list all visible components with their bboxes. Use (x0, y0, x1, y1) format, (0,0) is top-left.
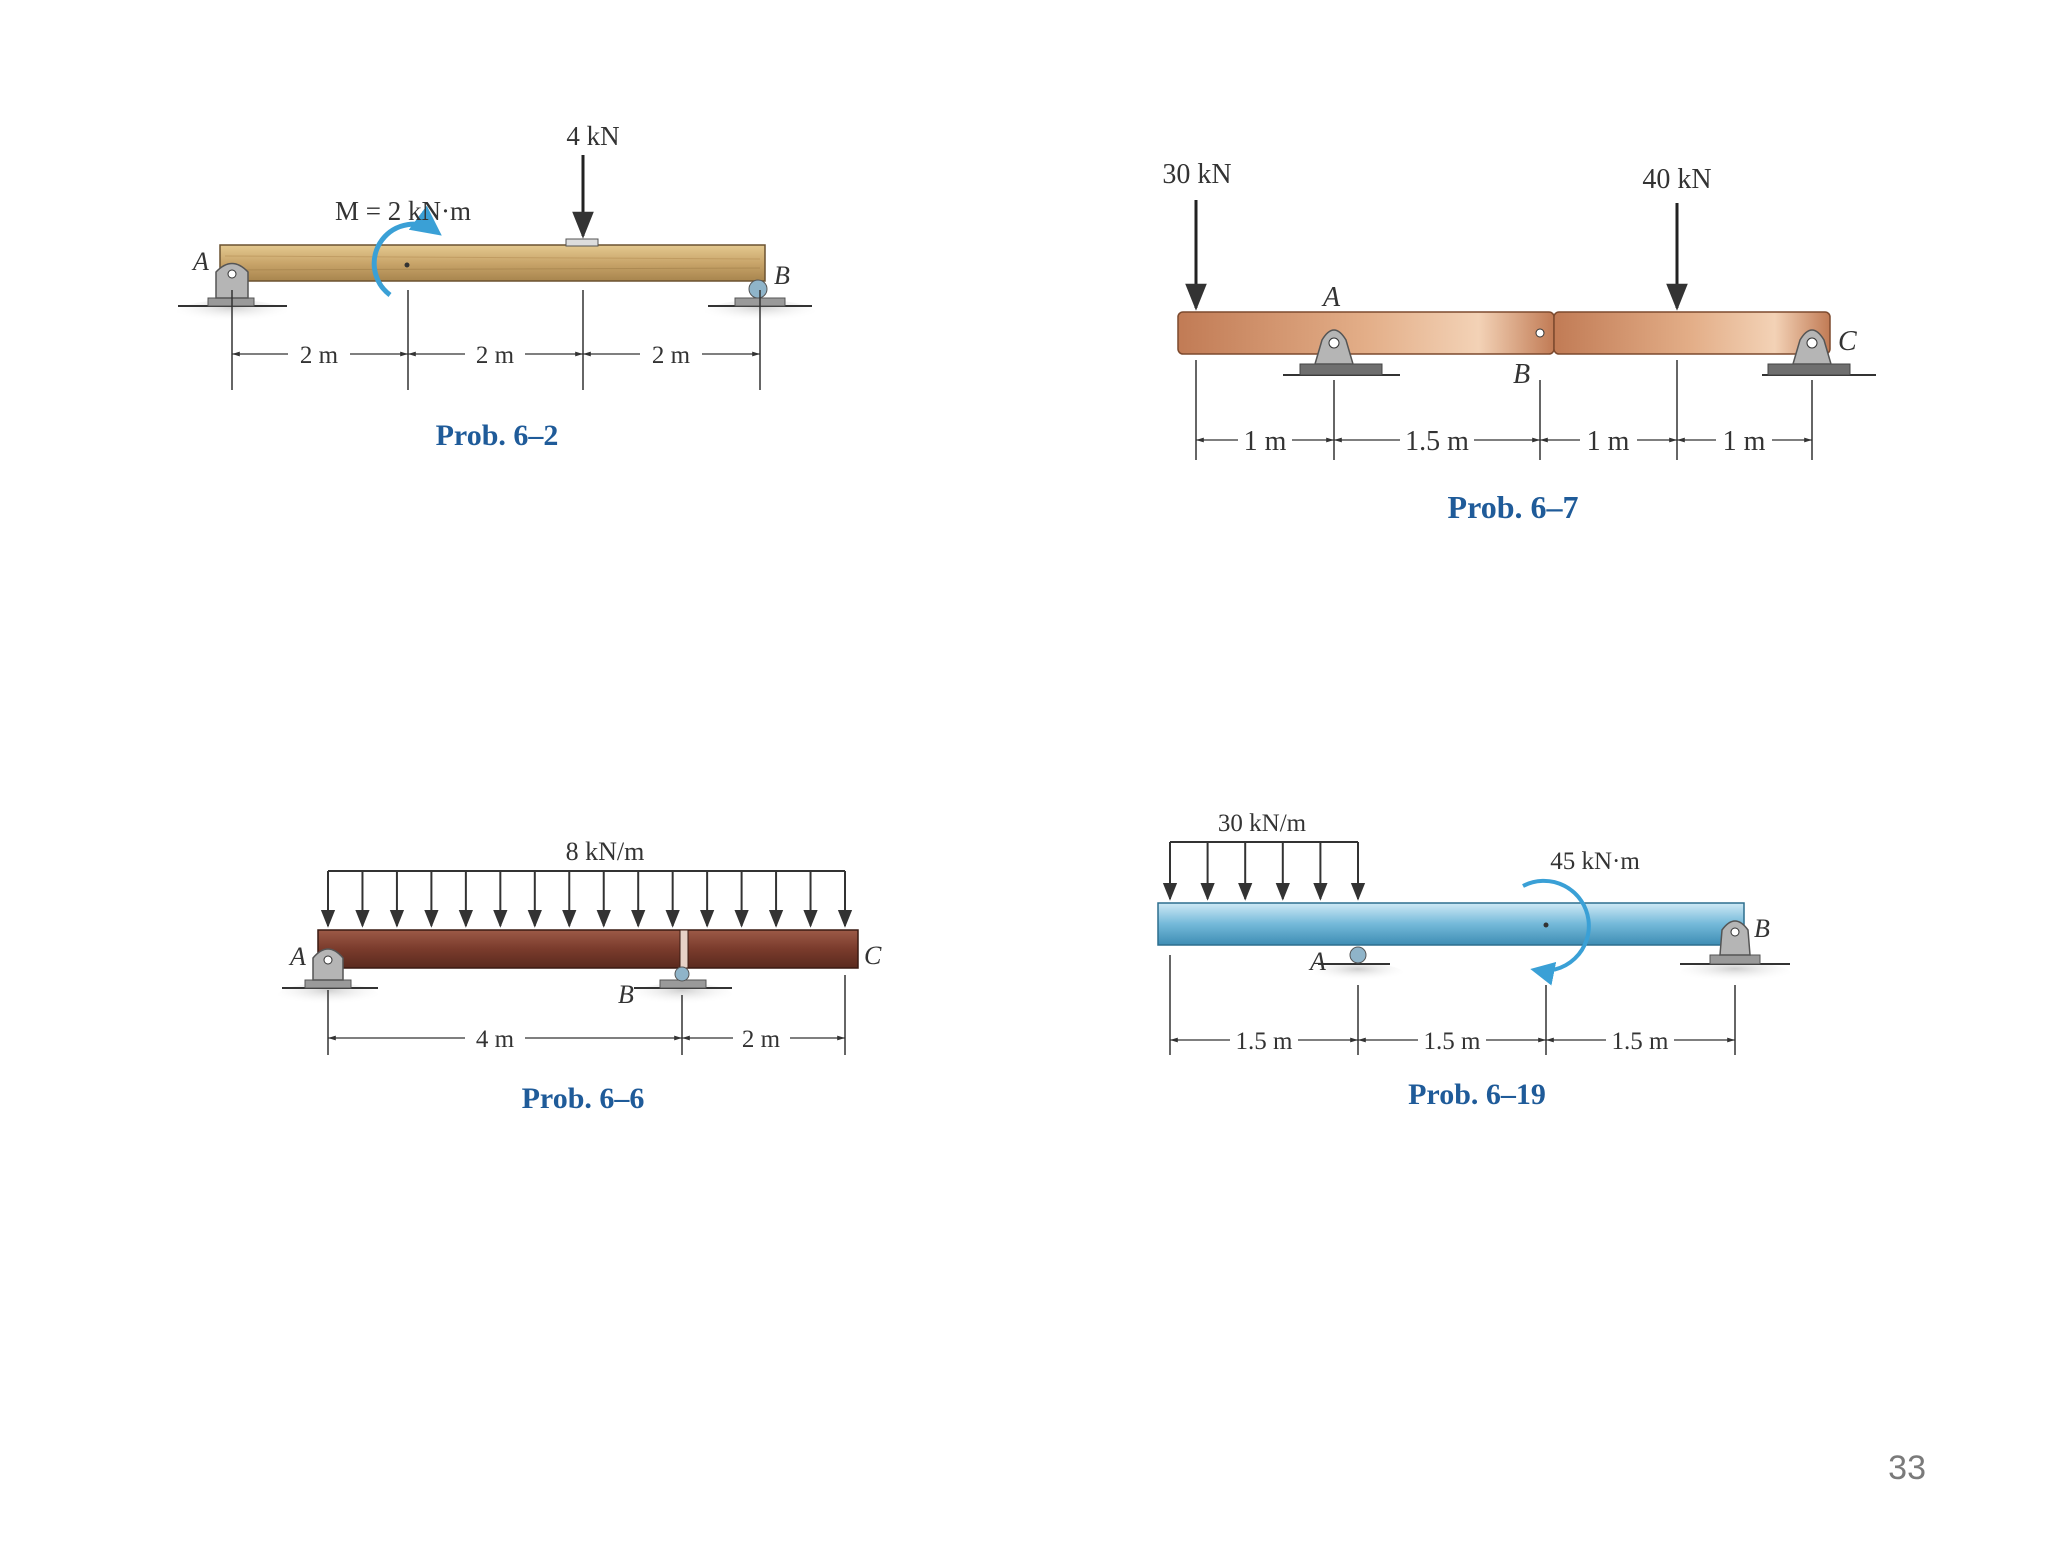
end-label-c: C (864, 941, 882, 970)
dimension-label: 1.5 m (1612, 1028, 1670, 1055)
problem-caption: Prob. 6–7 (1448, 489, 1579, 525)
support-label-c: C (1838, 326, 1857, 357)
support-label-a: A (1308, 947, 1326, 976)
blue-beam (1157, 902, 1745, 946)
support-label-b: B (1754, 914, 1770, 943)
load-plate (565, 238, 599, 247)
load-label: 4 kN (566, 121, 619, 151)
load-label: 40 kN (1642, 164, 1711, 195)
beam-segment-bc (1553, 311, 1831, 355)
problem-6-2: 2 m 2 m 2 m 4 kN M = 2 kN·m A B Prob. 6–… (177, 121, 815, 452)
beam-segment-ab (1177, 311, 1555, 355)
dimension-label: 4 m (476, 1026, 515, 1053)
load-label: 30 kN/m (1218, 810, 1307, 837)
roller-support-a (1313, 946, 1403, 983)
hinge-label-b: B (1513, 359, 1530, 390)
distributed-load-arrows (1162, 842, 1366, 901)
dimension-label: 2 m (476, 342, 515, 369)
support-label-b: B (618, 980, 634, 1009)
hinge-b (1535, 328, 1545, 338)
problem-6-19: 30 kN/m 45 kN·m 1.5 m (1157, 810, 1790, 1111)
moment-arrow (371, 205, 442, 298)
moment-label: M = 2 kN·m (335, 196, 471, 226)
dark-beam (317, 929, 859, 969)
support-label-b: B (774, 261, 790, 290)
wood-beam (219, 244, 766, 282)
pin-support-b (1680, 920, 1790, 984)
problem-6-6: 8 kN/m 4 m 2 m A B C Pr (278, 837, 882, 1115)
pin-support-c (1762, 329, 1876, 376)
problem-caption: Prob. 6–2 (436, 419, 559, 452)
problem-caption: Prob. 6–19 (1408, 1078, 1546, 1111)
load-label: 8 kN/m (566, 837, 645, 866)
dimension-label: 2 m (300, 342, 339, 369)
dimension-label: 1 m (1723, 426, 1766, 457)
moment-arrow (1522, 878, 1591, 986)
support-label-a: A (191, 247, 209, 276)
support-label-a: A (1321, 282, 1341, 313)
page-number: 33 (1888, 1449, 1926, 1487)
dimension-label: 1.5 m (1236, 1028, 1294, 1055)
dimension-label: 2 m (742, 1026, 781, 1053)
moment-label: 45 kN·m (1550, 848, 1640, 875)
load-label: 30 kN (1162, 159, 1231, 190)
problem-caption: Prob. 6–6 (522, 1082, 645, 1115)
pin-support-a (1283, 329, 1400, 376)
dimension-label: 1.5 m (1424, 1028, 1482, 1055)
dimension-label: 1 m (1244, 426, 1287, 457)
dimension-label: 1 m (1587, 426, 1630, 457)
dimension-label: 2 m (652, 342, 691, 369)
dimension-label: 1.5 m (1405, 426, 1469, 457)
support-label-a: A (288, 942, 306, 971)
problem-6-7: 30 kN 40 kN 1 m 1.5 m 1 m 1 m A B C Prob… (1162, 159, 1876, 525)
distributed-load-arrows (320, 871, 853, 928)
